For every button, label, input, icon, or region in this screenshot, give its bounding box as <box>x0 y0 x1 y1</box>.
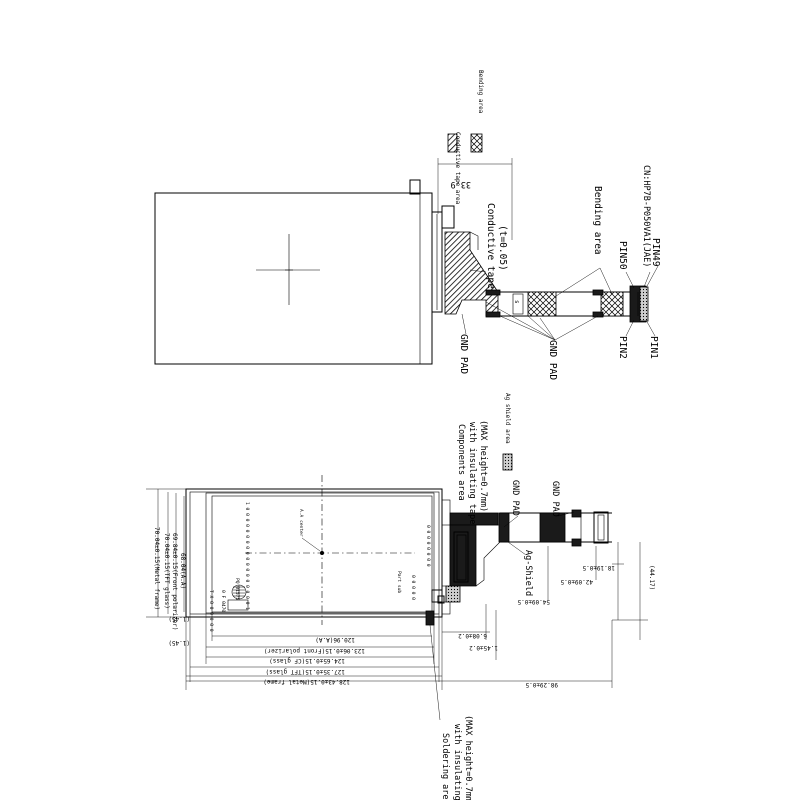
dim-42-09-label: 42.09±0.5 <box>560 578 593 585</box>
dim-54-09-label: 54.09±0.5 <box>517 598 550 605</box>
dim-33-9-label: 33.9 <box>451 179 471 189</box>
dim-aa-v-label: 68.04(A.A) <box>179 553 186 589</box>
components-area-label: Components area <box>456 424 466 501</box>
dim-1-45-b-label: (1.45) <box>168 639 190 646</box>
gnd-pad-center-label: GND PAD <box>547 340 558 380</box>
legend-conductive-swatch <box>447 133 458 153</box>
conductive-tape-label: Conductive tape <box>485 203 496 289</box>
dim-front-pol-v-label: 69.84±0.15(Front polarizer) <box>171 533 178 631</box>
ag-shield-region <box>445 585 461 603</box>
bending-area-label: Bending area <box>592 186 603 255</box>
bending-area-region <box>527 291 557 317</box>
dim-aa-h-label: 120.96(A.A) <box>315 636 355 643</box>
legend-top: Conductive tape area Bending area <box>447 70 484 205</box>
dim-tft-glass-v-label: 70.04±0.15(TFT glass) <box>163 533 170 609</box>
legend-ag-shield-label: Ag shield area <box>504 393 511 444</box>
soldering-max-height: (MAX height=0.7mm) <box>463 715 473 800</box>
soldering-area-label: Soldering area <box>440 733 450 800</box>
label-03: T X 0 0 0 0 0 0 <box>208 590 214 632</box>
fpc-tail-bottom <box>498 509 612 547</box>
gnd-pad-2-label: GND PAD <box>550 481 560 517</box>
dim-18-19-label: 18.19±0.5 <box>582 564 615 571</box>
soldering-area <box>425 610 435 626</box>
legend-bottom: Ag shield area <box>502 393 513 471</box>
components-tape-label: with insulating tape <box>467 422 477 524</box>
pin49-label: PIN49 <box>650 238 661 267</box>
legend-bending-swatch <box>470 133 483 153</box>
panel-tab <box>409 179 421 195</box>
back-label-circle <box>231 584 247 600</box>
legend-ag-shield-swatch <box>502 453 513 471</box>
label-02: 0 F 0470 <box>220 590 226 612</box>
connector-part-label: CN:HP7B-P050VA1(JAE) <box>641 165 651 267</box>
aa-center-label: A.A center <box>298 509 304 537</box>
pin2-label: PIN2 <box>617 336 628 359</box>
dim-44-17-label: (44.17) <box>648 565 655 590</box>
panel-center-mark <box>256 234 320 305</box>
legend-bending-label: Bending area <box>477 70 484 114</box>
dim-cf-glass-h-label: 124.65±0.15(CF glass) <box>269 657 345 664</box>
top-view: s 33.9 Conductive tape (t=0.05) Bending … <box>154 158 661 380</box>
back-side-text-2: 0 0 0 0 0 <box>410 575 416 600</box>
dim-98-29-label: 98.29±0.5 <box>525 681 558 688</box>
label-01: PQ 01575 <box>234 578 240 600</box>
fpc-pins <box>639 286 649 322</box>
pin50-label: PIN50 <box>617 241 628 270</box>
dim-front-pol-h-label: 123.06±0.15(Front polarizer) <box>264 647 365 654</box>
dim-tft-glass-h-label: 127.35±0.15(TFT glass) <box>266 668 345 675</box>
fpc-tail: s <box>485 285 649 323</box>
conductive-tape-thickness: (t=0.05) <box>497 225 508 271</box>
svg-text:s: s <box>513 300 520 304</box>
dim-6-08-label: 6.08±0.2 <box>458 632 487 639</box>
legend-conductive-label: Conductive tape area <box>454 132 461 205</box>
dim-33-9: 33.9 <box>437 158 513 240</box>
dim-1-45-pm-label: 1.45±0.2 <box>469 644 498 651</box>
gnd-pad-1-label: GND PAD <box>510 480 520 516</box>
dim-metal-frame-h-label: 128.43±0.15(Metal frame) <box>263 678 350 685</box>
bottom-view: A.A center 1 0 0 0 0 0 0 0 0 0 0 0 0 0 0… <box>146 420 655 800</box>
dim-1-45-a-label: (1.45) <box>168 615 190 622</box>
dims-vertical-left: 70.04±0.15(Metal frame) 70.04±0.15(TFT g… <box>146 488 186 631</box>
ag-shield-label: Ag-Shield <box>523 550 533 596</box>
back-top-serial: 1 0 0 0 0 0 0 0 0 0 0 0 0 0 0 0 0 0 0 1 <box>244 502 250 610</box>
soldering-tape-label: with insulating tape <box>452 724 462 800</box>
dim-metal-frame-v-label: 70.04±0.15(Metal frame) <box>153 527 160 610</box>
part-sub-label: Part sub <box>396 571 402 593</box>
panel-outline <box>154 192 433 365</box>
back-side-text-1: 0 0 0 0 0 0 0 0 <box>425 525 431 567</box>
dims-horizontal-stack: 120.96(A.A) 123.06±0.15(Front polarizer)… <box>185 612 443 690</box>
dims-right: 18.19±0.5 42.09±0.5 54.09±0.5 (44.17) <box>517 542 655 640</box>
components-max-height: (MAX height=0.7mm) <box>478 420 488 512</box>
gnd-pad-left-label: GND PAD <box>458 334 469 374</box>
pin1-label: PIN1 <box>648 336 659 359</box>
